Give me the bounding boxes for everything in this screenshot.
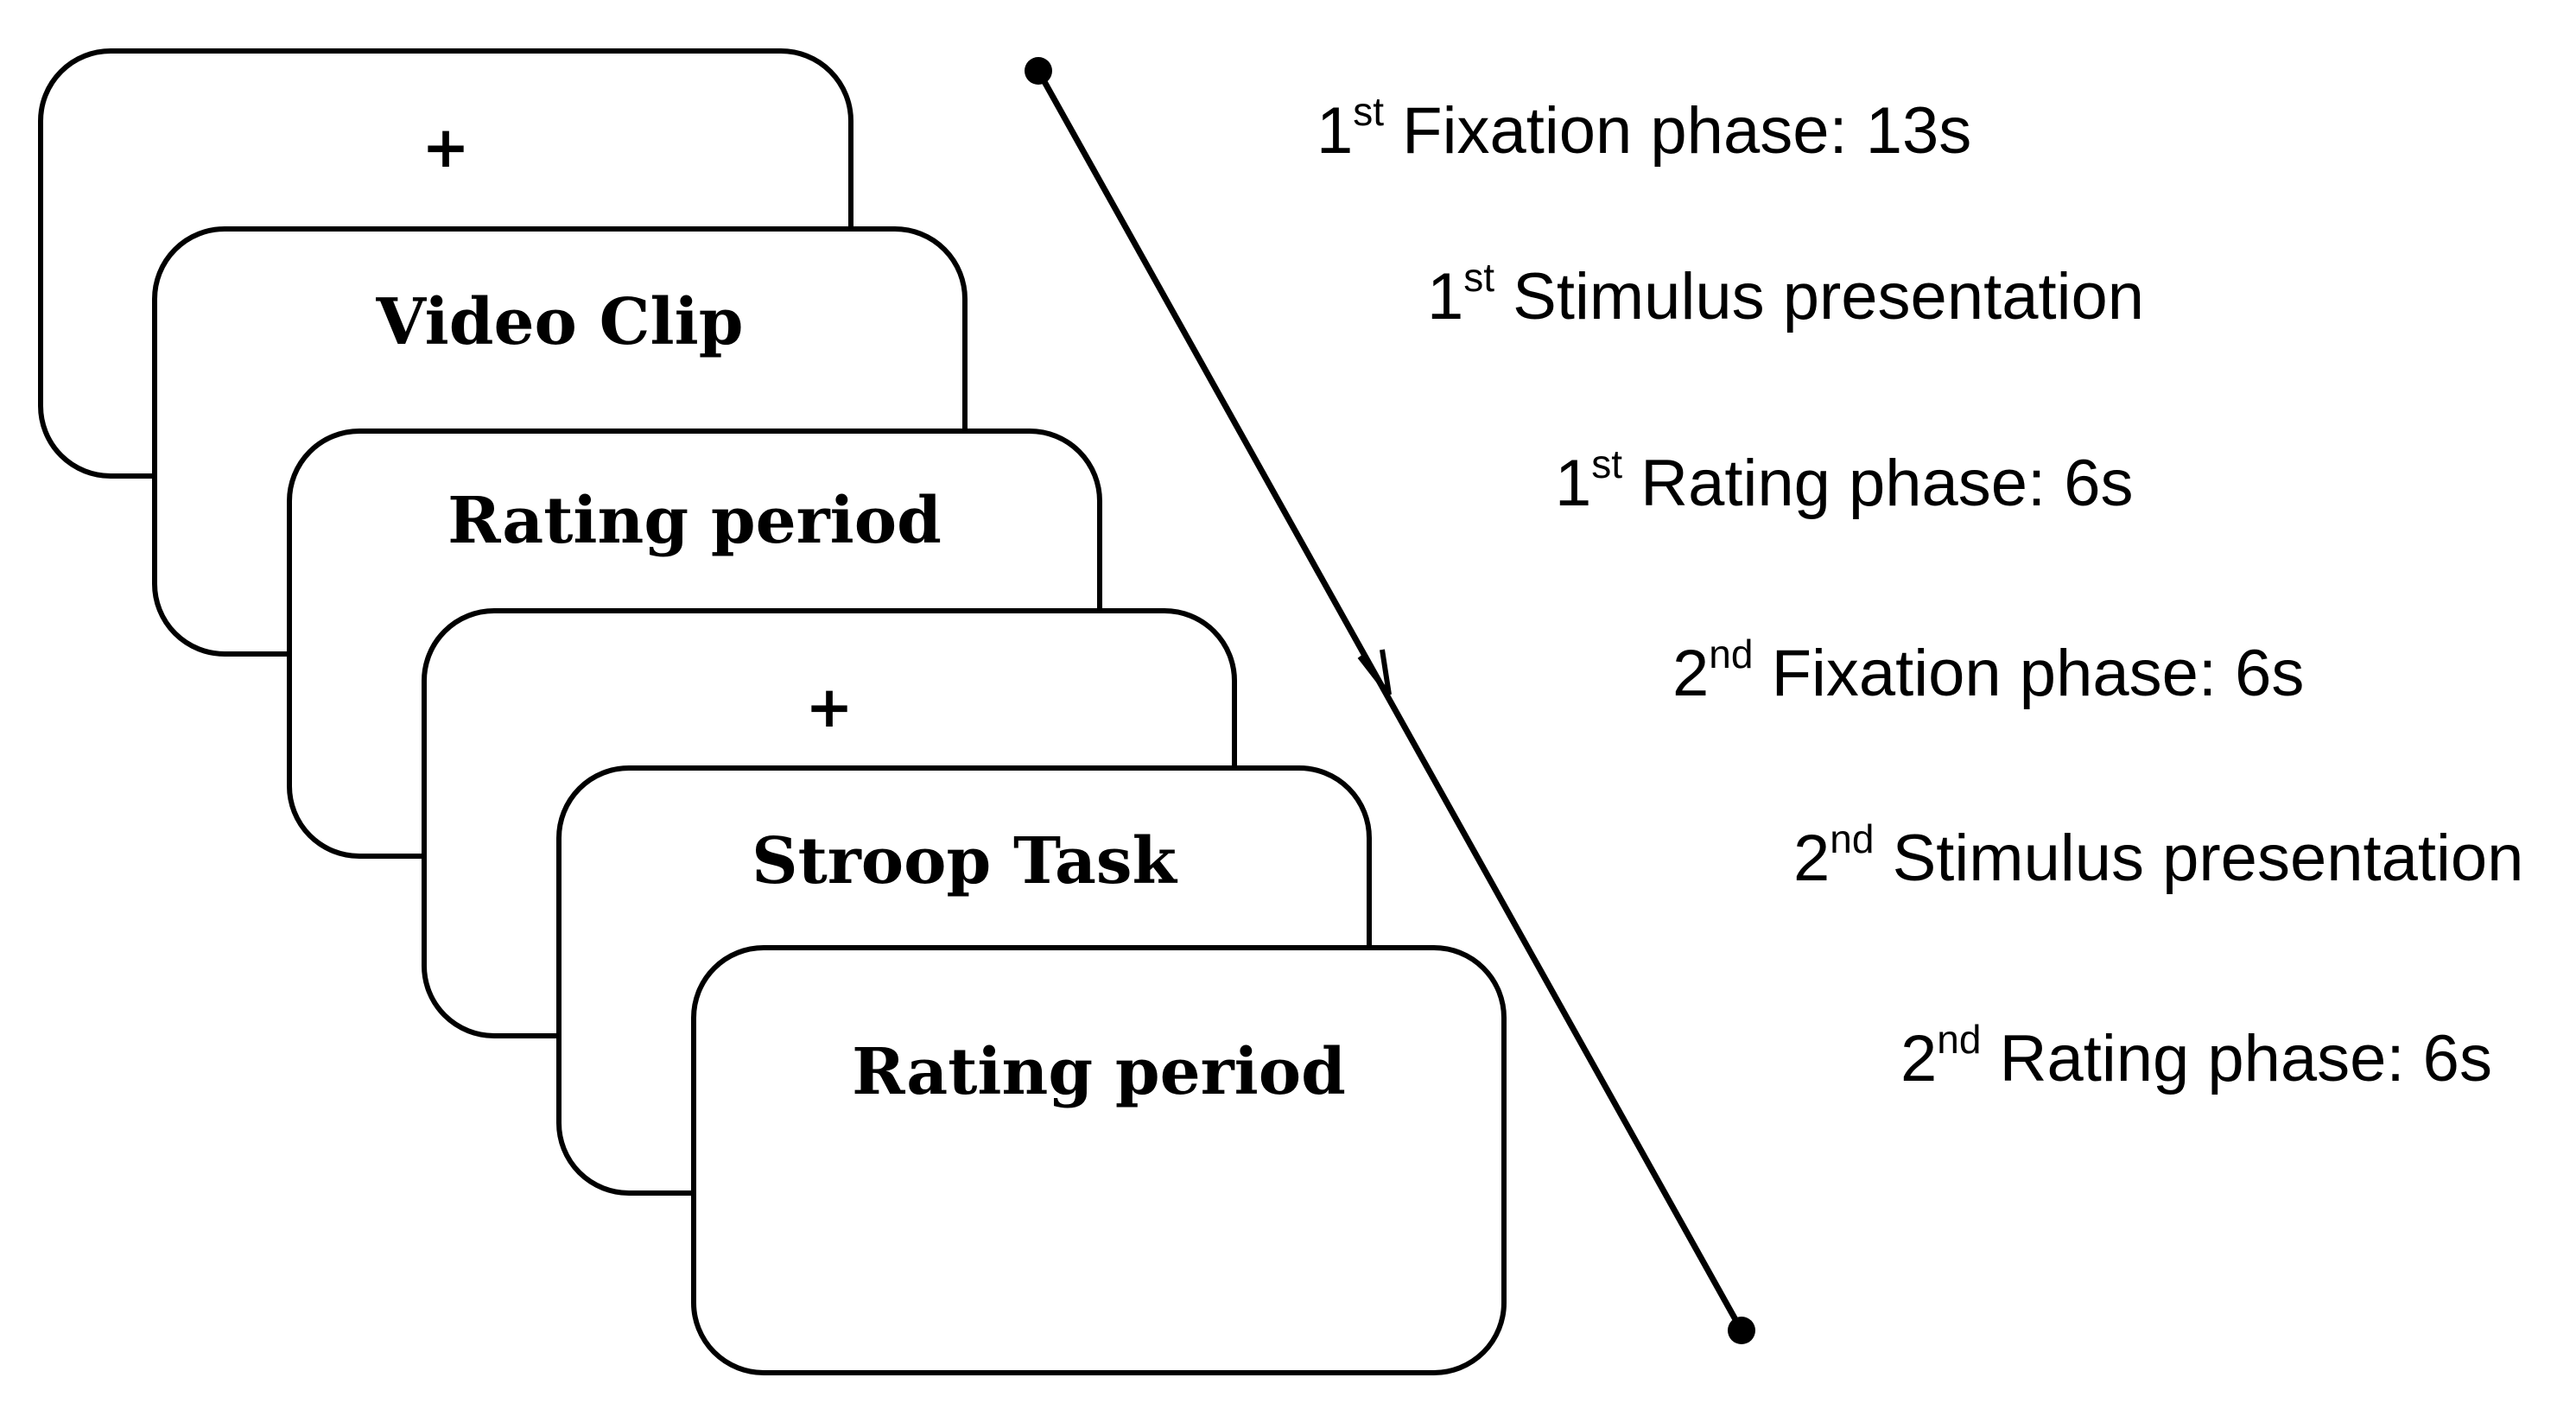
phase-ordinal-suffix: nd	[1709, 632, 1754, 676]
phase-ordinal-suffix: nd	[1830, 816, 1875, 861]
card-rating-period-2: Rating period	[691, 945, 1507, 1375]
card-label: Rating period	[852, 1035, 1346, 1109]
phase-text: Stimulus presentation	[1494, 260, 2145, 333]
phase-label-4: 2nd Fixation phase: 6s	[1672, 634, 2304, 707]
timeline-start-dot	[1025, 57, 1052, 85]
phase-ordinal-suffix: st	[1353, 89, 1385, 134]
phase-ordinal-suffix: nd	[1937, 1017, 1982, 1062]
phase-label-5: 2nd Stimulus presentation	[1793, 819, 2523, 892]
phase-ordinal: 2	[1793, 822, 1830, 895]
phase-ordinal: 1	[1317, 94, 1354, 168]
phase-text: Rating phase: 6s	[1622, 447, 2134, 520]
phase-ordinal: 1	[1427, 260, 1464, 333]
card-label: Video Clip	[376, 285, 744, 359]
timeline-line	[1035, 69, 1745, 1332]
phase-text: Rating phase: 6s	[1981, 1022, 2492, 1095]
phase-label-6: 2nd Rating phase: 6s	[1900, 1019, 2492, 1092]
phase-label-3: 1st Rating phase: 6s	[1555, 444, 2134, 517]
phase-ordinal: 1	[1555, 447, 1592, 520]
phase-ordinal: 2	[1900, 1022, 1938, 1095]
phase-text: Stimulus presentation	[1874, 822, 2524, 895]
phase-ordinal-suffix: st	[1591, 441, 1623, 486]
card-label: +	[805, 674, 853, 740]
card-label: Stroop Task	[752, 824, 1177, 898]
phase-label-1: 1st Fixation phase: 13s	[1317, 92, 1971, 164]
phase-text: Fixation phase: 13s	[1384, 94, 1972, 168]
timeline-end-dot	[1728, 1317, 1755, 1344]
phase-ordinal: 2	[1672, 637, 1710, 710]
timeline-arrowhead	[1357, 649, 1392, 696]
card-label: +	[422, 114, 470, 181]
card-label: Rating period	[447, 484, 942, 558]
phase-text: Fixation phase: 6s	[1753, 637, 2305, 710]
phase-ordinal-suffix: st	[1463, 255, 1495, 300]
phase-label-2: 1st Stimulus presentation	[1427, 257, 2144, 330]
